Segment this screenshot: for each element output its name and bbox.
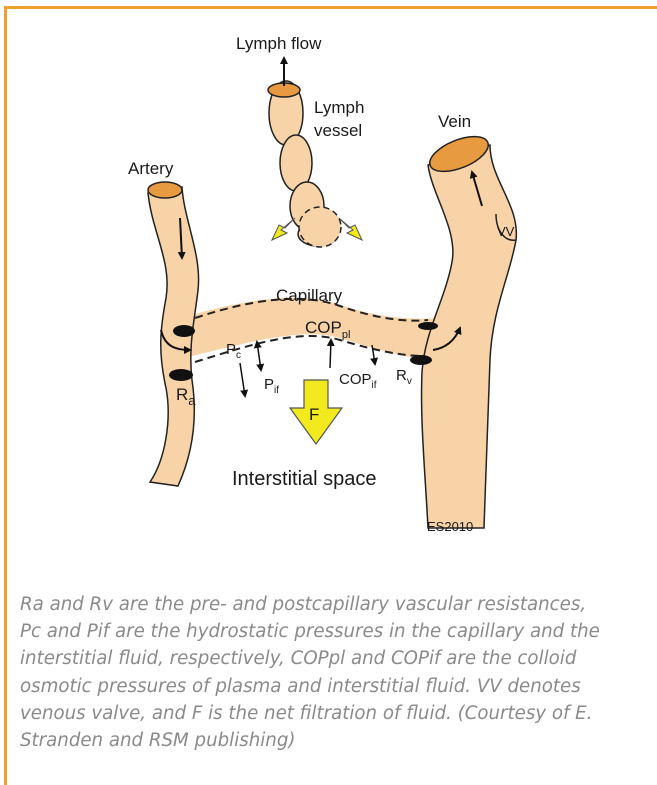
interstitial-space-label: Interstitial space bbox=[232, 468, 377, 490]
venous-valve-label: VV bbox=[497, 224, 515, 239]
rv-upper-block bbox=[418, 322, 438, 330]
ra-lower-block bbox=[169, 369, 193, 381]
lymph-inflow-arrow-left bbox=[272, 218, 295, 240]
caption-line: Ra and Rv are the pre- and postcapillary… bbox=[20, 594, 586, 615]
figure-caption: Ra and Rv are the pre- and postcapillary… bbox=[20, 591, 646, 754]
pc-arrow bbox=[240, 363, 245, 396]
cop-pl-arrow bbox=[330, 340, 331, 368]
cop-if-label: COPif bbox=[339, 371, 377, 391]
lymph-vessel-label-2: vessel bbox=[314, 121, 362, 140]
capillary-label: Capillary bbox=[276, 286, 343, 305]
lymph-inflow-arrow-right bbox=[339, 218, 362, 240]
filtration-label: F bbox=[309, 405, 319, 424]
rv-label: Rv bbox=[396, 367, 412, 387]
artery-opening bbox=[148, 182, 182, 198]
pif-label: Pif bbox=[264, 376, 279, 396]
caption-line: Stranden and RSM publishing) bbox=[20, 730, 295, 751]
vein-label: Vein bbox=[438, 112, 471, 131]
caption-line: osmotic pressures of plasma and intersti… bbox=[20, 676, 581, 697]
lymph-flow-label: Lymph flow bbox=[236, 34, 322, 53]
caption-line: venous valve, and F is the net filtratio… bbox=[20, 703, 592, 724]
signature-label: ES2010 bbox=[427, 519, 473, 534]
vein bbox=[422, 145, 517, 528]
lymph-vessel-label: Lymph bbox=[314, 98, 364, 117]
artery bbox=[148, 187, 199, 486]
caption-line: Pc and Pif are the hydrostatic pressures… bbox=[20, 621, 600, 642]
rv-lower-block bbox=[410, 355, 432, 365]
pif-arrow-down bbox=[259, 356, 261, 370]
caption-line: interstitial fluid, respectively, COPpl … bbox=[20, 648, 576, 669]
microcirculation-diagram: Lymph flow Lymph vessel Vein Artery VV C… bbox=[0, 0, 657, 590]
artery-label: Artery bbox=[128, 159, 174, 178]
ra-upper-block bbox=[173, 325, 195, 337]
